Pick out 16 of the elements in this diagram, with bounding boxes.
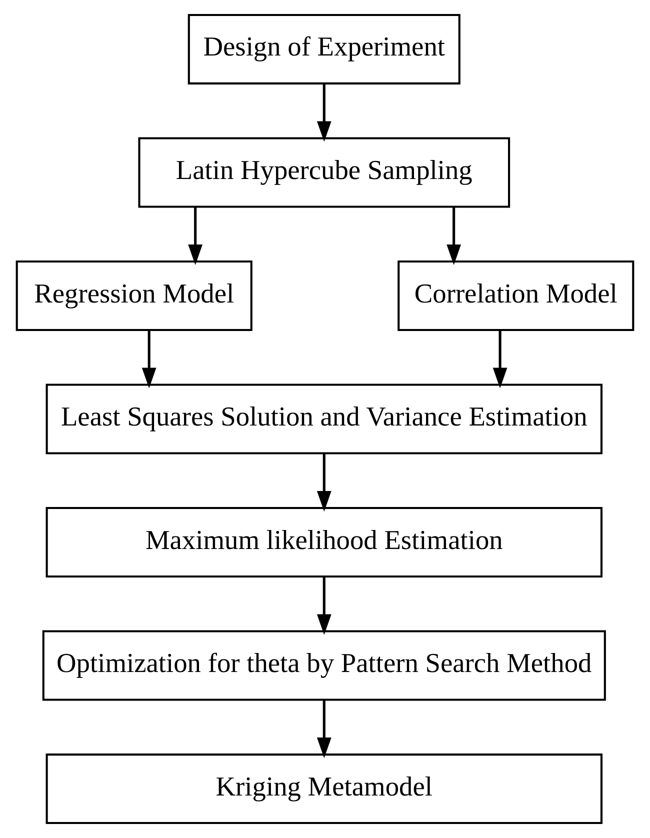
arrow [316,700,332,758]
node-box: Design of Experiment [188,14,460,84]
arrow [492,330,508,388]
node-box: Regression Model [16,260,252,331]
arrow [316,84,332,142]
arrow [446,206,462,266]
node-box: Correlation Model [398,260,634,331]
arrow [316,576,332,635]
node-box: Maximum likelihood Estimation [46,507,602,578]
node-box: Optimization for theta by Pattern Search Method [42,630,606,701]
node-box: Kriging Metamodel [46,754,602,824]
arrow [316,453,332,512]
node-box: Least Squares Solution and Variance Estimation [46,384,602,454]
arrow [188,206,203,266]
arrow [142,330,156,388]
node-box: Latin Hypercube Sampling [138,137,510,208]
